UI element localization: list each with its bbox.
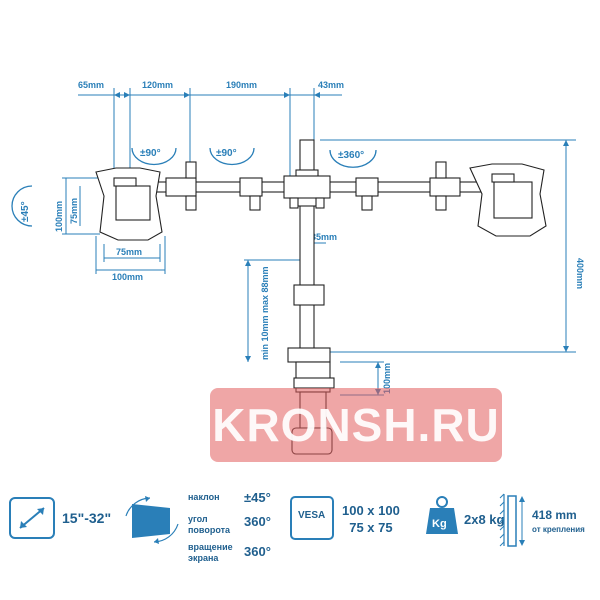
angle-swivel-mid: ±90°	[216, 148, 237, 159]
watermark-badge: KRONSH.RU	[210, 388, 502, 462]
height-value: 418 mm	[532, 508, 577, 522]
rotate-label: угол поворота	[188, 514, 231, 535]
screen-size-value: 15"-32"	[62, 510, 112, 526]
watermark-text: KRONSH.RU	[212, 399, 500, 451]
dim-75h: 75mm	[69, 198, 79, 224]
dim-43: 43mm	[318, 80, 344, 90]
dim-65: 65mm	[78, 80, 104, 90]
monitor-rotate-icon	[125, 496, 179, 544]
dimension-arrows	[114, 92, 569, 395]
dim-120: 120mm	[142, 80, 173, 90]
spin-label: вращение экрана	[188, 542, 233, 563]
vesa-values: 100 x 100 75 x 75	[342, 503, 400, 535]
weight-value: 2x8 kg	[464, 512, 505, 527]
screen-diagonal-icon	[9, 497, 55, 539]
dim-75w: 75mm	[116, 247, 142, 257]
rotate-value: 360°	[244, 514, 271, 529]
tilt-label: наклон	[188, 492, 220, 502]
wall-height-icon	[499, 493, 525, 547]
spin-value: 360°	[244, 544, 271, 559]
dim-100w: 100mm	[112, 272, 143, 282]
angle-tilt: ±45°	[20, 201, 31, 222]
spec-bar: 15"-32" наклон угол поворота вращение эк…	[0, 484, 600, 600]
angle-swivel-left: ±90°	[140, 148, 161, 159]
dim-clamp-range: min 10mm max 88mm	[260, 266, 270, 360]
dim-pole-diameter: Ø35mm	[304, 232, 337, 242]
dim-190: 190mm	[226, 80, 257, 90]
dim-100h: 100mm	[54, 201, 64, 232]
angle-rotate: ±360°	[338, 150, 364, 161]
vesa-icon: VESA	[290, 496, 334, 540]
height-label: от крепления	[532, 525, 585, 534]
vesa-label: VESA	[298, 510, 326, 521]
dim-400: 400mm	[575, 258, 585, 289]
weight-icon	[426, 496, 458, 534]
dim-100-pole: 100mm	[382, 363, 392, 394]
tilt-value: ±45°	[244, 490, 271, 505]
rotation-arcs	[11, 147, 377, 227]
weight-unit: Kg	[432, 518, 447, 530]
